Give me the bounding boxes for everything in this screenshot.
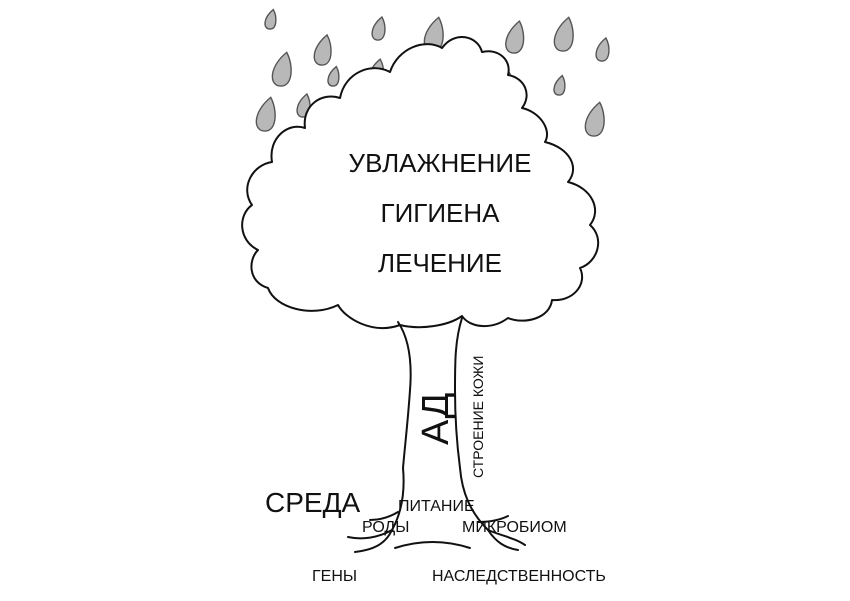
root-label-environment: СРЕДА <box>265 487 361 518</box>
root-label-nutrition: ПИТАНИЕ <box>398 498 475 515</box>
tree-roots-left <box>347 467 405 553</box>
tree-trunk-left <box>397 321 412 469</box>
root-label-genes: ГЕНЫ <box>312 568 357 585</box>
tree-trunk-right <box>453 317 463 469</box>
tree-roots-right <box>459 467 526 551</box>
raindrop-8 <box>271 51 292 87</box>
raindrop-5 <box>505 20 525 54</box>
tree-canopy-outline <box>241 36 600 330</box>
root-label-heredity: НАСЛЕДСТВЕННОСТЬ <box>432 568 606 585</box>
raindrop-3 <box>371 15 386 41</box>
raindrop-7 <box>595 36 610 62</box>
root-label-births: РОДЫ <box>362 519 409 536</box>
trunk-label-ad: АД <box>415 392 457 445</box>
canopy-label-treatment: ЛЕЧЕНИЕ <box>378 248 502 278</box>
canopy-label-moisturizing: УВЛАЖНЕНИЕ <box>349 148 532 178</box>
raindrop-13 <box>553 74 566 96</box>
raindrop-1 <box>264 8 277 30</box>
tree-root-base <box>394 541 471 549</box>
raindrop-14 <box>255 96 276 132</box>
canopy-label-hygiene: ГИГИЕНА <box>381 198 501 228</box>
raindrop-17 <box>584 101 605 137</box>
trunk-label-skin-structure: СТРОЕНИЕ КОЖИ <box>470 356 486 478</box>
root-label-microbiome: МИКРОБИОМ <box>462 519 567 536</box>
raindrop-6 <box>553 16 574 52</box>
raindrop-2 <box>313 33 332 66</box>
raindrop-9 <box>327 65 340 87</box>
